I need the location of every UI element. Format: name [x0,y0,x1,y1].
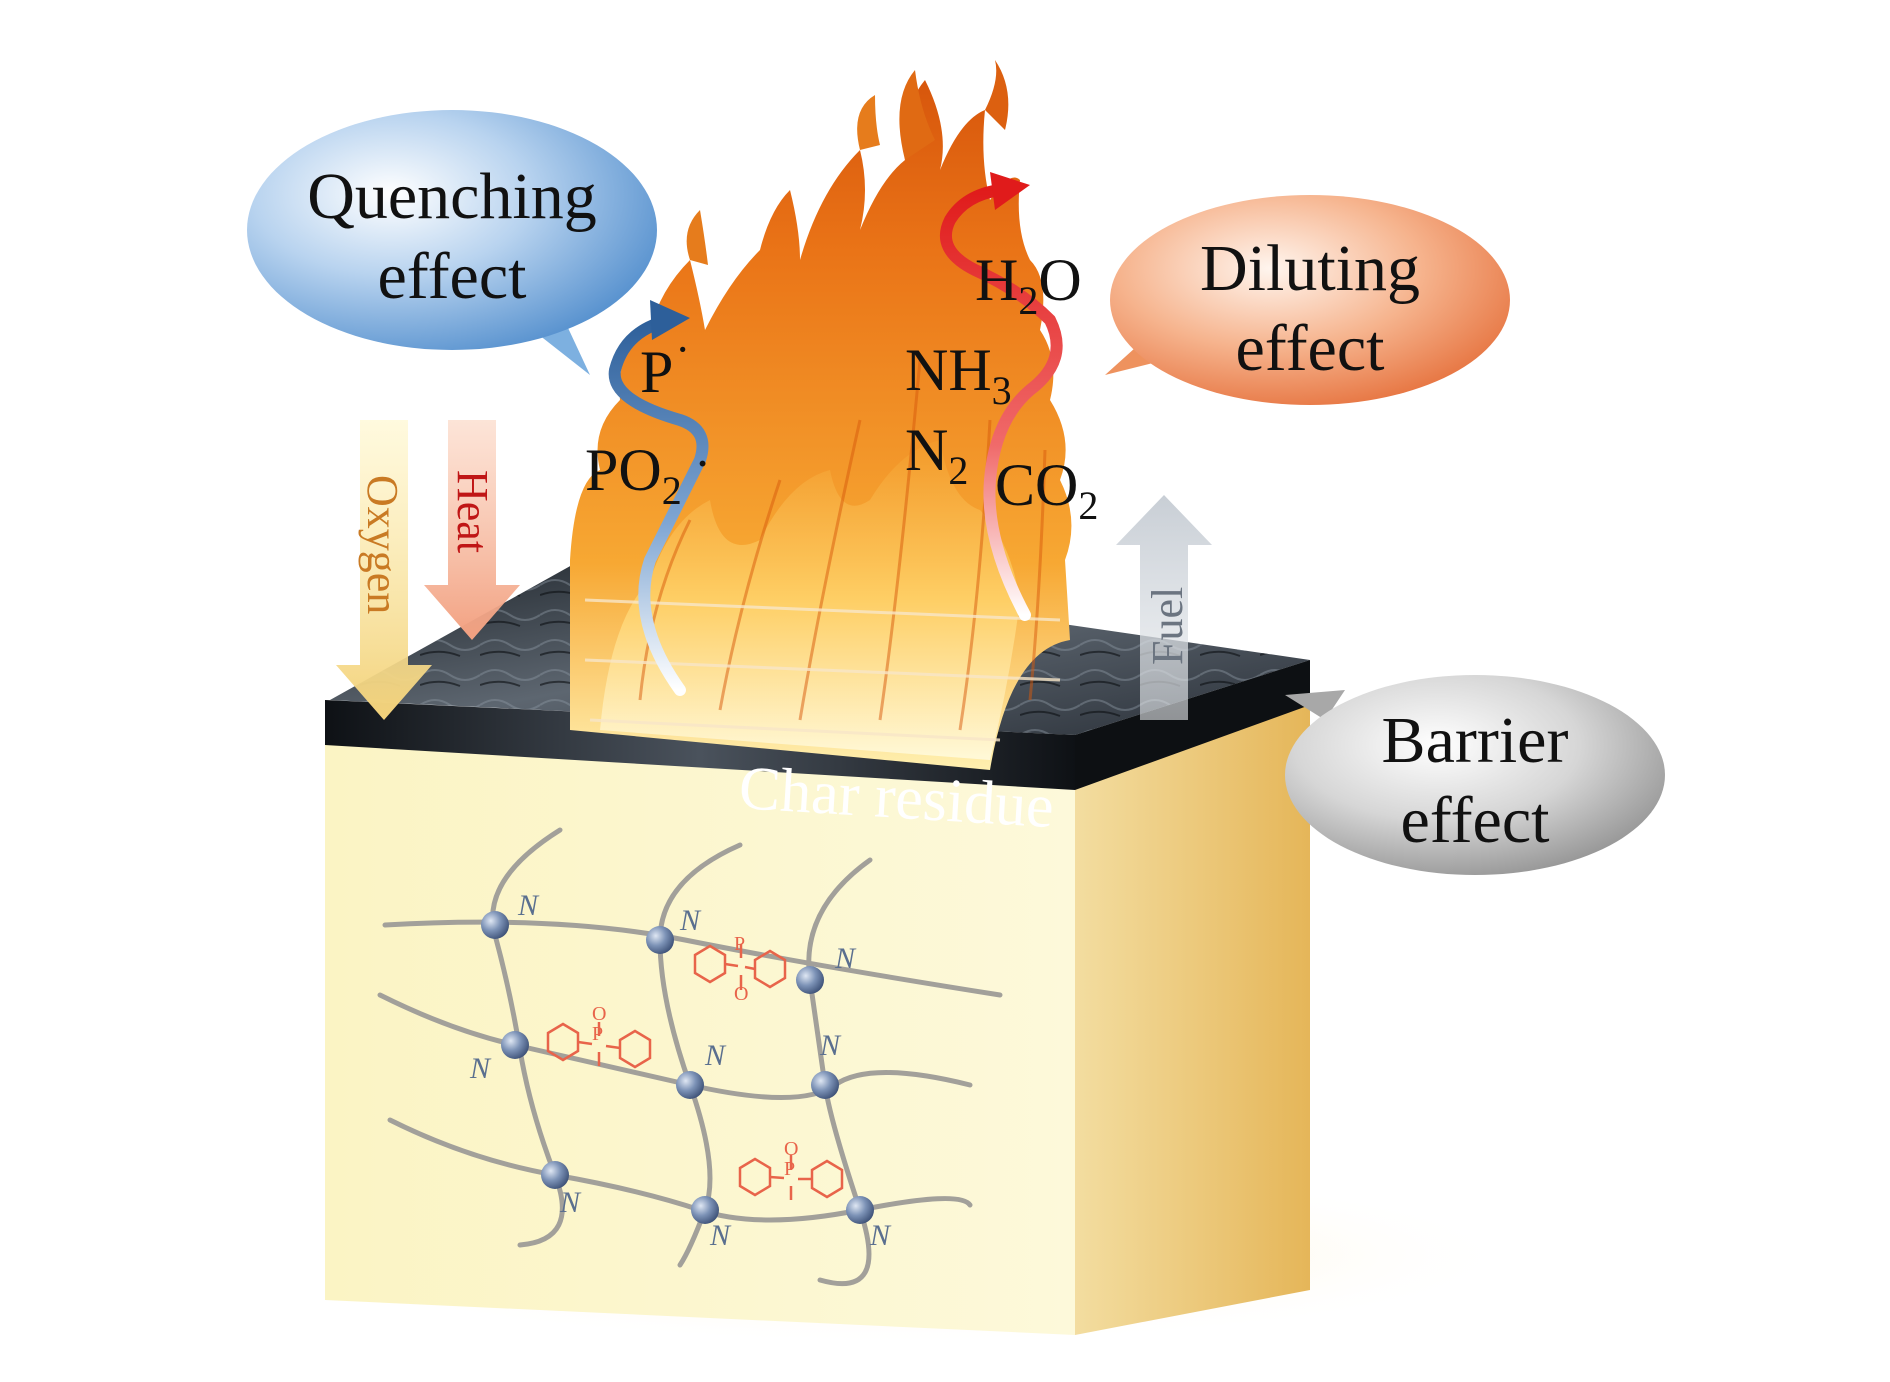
fuel-arrow-shape [1116,495,1212,720]
crosslink-node [646,926,674,954]
heat-arrow-shape [424,420,520,640]
char-front-edge [325,700,1075,790]
barrier-bubble: Barrier effect [1285,675,1665,875]
n2-label: N2 [905,417,968,493]
barrier-label-line2: effect [1401,784,1550,857]
bond [577,1022,621,1066]
quenching-bubble: Quenching effect [247,110,657,375]
barrier-label-line1: Barrier [1382,704,1569,777]
polymer-block [325,690,1310,1335]
radical-arrow-head [650,300,690,340]
crosslink-node [501,1031,529,1059]
po2-radical-label: PO2 · [585,435,711,513]
gas-arrow-path [940,184,1063,621]
bubble-body [1285,675,1665,875]
phosphine-oxide-group-3 [738,1155,844,1200]
n-label: N [709,1219,732,1252]
flame [570,60,1072,770]
oxygen-arrow: Oxygen [336,420,432,720]
phenyl-ring [546,1022,580,1062]
block-side-face [1075,690,1310,1335]
nitrogen-labels: N N N N N N N N N [469,889,892,1252]
n-label: N [469,1052,492,1085]
radical-arrow-path [608,314,709,696]
quenching-label-line1: Quenching [307,160,597,233]
heat-arrow: Heat [424,420,520,640]
diluting-label-line1: Diluting [1200,232,1420,305]
bubble-body [247,110,657,350]
phenyl-ring [693,944,727,984]
o-atom-label: O [784,1138,798,1160]
crosslink-node [846,1196,874,1224]
bond [769,1155,812,1200]
crosslink-node [541,1161,569,1189]
oxygen-arrow-shape [336,420,432,720]
h2o-label: H2O [975,247,1082,323]
p-atom-label: P [734,933,745,955]
gas-arrow [940,172,1063,621]
flame-tongue [899,70,935,160]
diluting-label-line2: effect [1236,312,1385,385]
n-label: N [869,1219,892,1252]
crosslink-node [676,1071,704,1099]
phosphine-oxide-group-2 [546,1022,652,1069]
flame-streaks [638,359,1047,731]
p-atom-label: P [784,1158,795,1180]
n-label: N [559,1186,582,1219]
p-radical-label: P· [640,325,690,405]
flame-core [600,440,1020,760]
n-label: N [834,942,857,975]
gas-arrow-head [990,172,1030,210]
phenyl-ring [810,1159,844,1199]
n-label: N [819,1029,842,1062]
char-side-edge [1075,660,1310,790]
n-label: N [704,1039,727,1072]
heat-label: Heat [448,470,497,553]
phenyl-ring [618,1029,652,1069]
o-atom-label: O [592,1003,606,1025]
flame-tongue [857,95,880,150]
bond [724,944,756,990]
phenyl-ring [753,949,787,989]
crosslink-node [481,911,509,939]
n-label: N [679,904,702,937]
phosphine-oxide-labels: P O O P O P [592,933,798,1180]
co2-label: CO2 [995,452,1098,528]
o-atom-label: O [734,983,748,1005]
nh3-label: NH3 [905,337,1012,413]
flame-tongue [686,210,708,265]
crosslink-node [796,966,824,994]
n-label: N [517,889,540,922]
crosslink-nodes [481,911,874,1224]
p-atom-label: P [592,1023,603,1045]
fuel-arrow: Fuel [1116,495,1212,720]
flame-tongue [985,60,1009,130]
block-front-face [325,740,1075,1335]
diluting-bubble: Diluting effect [1105,195,1510,405]
phenyl-ring [738,1157,772,1197]
phosphine-oxide-group-1 [693,944,787,990]
quenching-label-line2: effect [378,240,527,313]
crosslink-node [691,1196,719,1224]
fuel-label: Fuel [1143,587,1192,665]
oxygen-label: Oxygen [358,475,407,614]
radical-arrow [608,300,709,696]
bubble-body [1110,195,1510,405]
crosslink-node [811,1071,839,1099]
